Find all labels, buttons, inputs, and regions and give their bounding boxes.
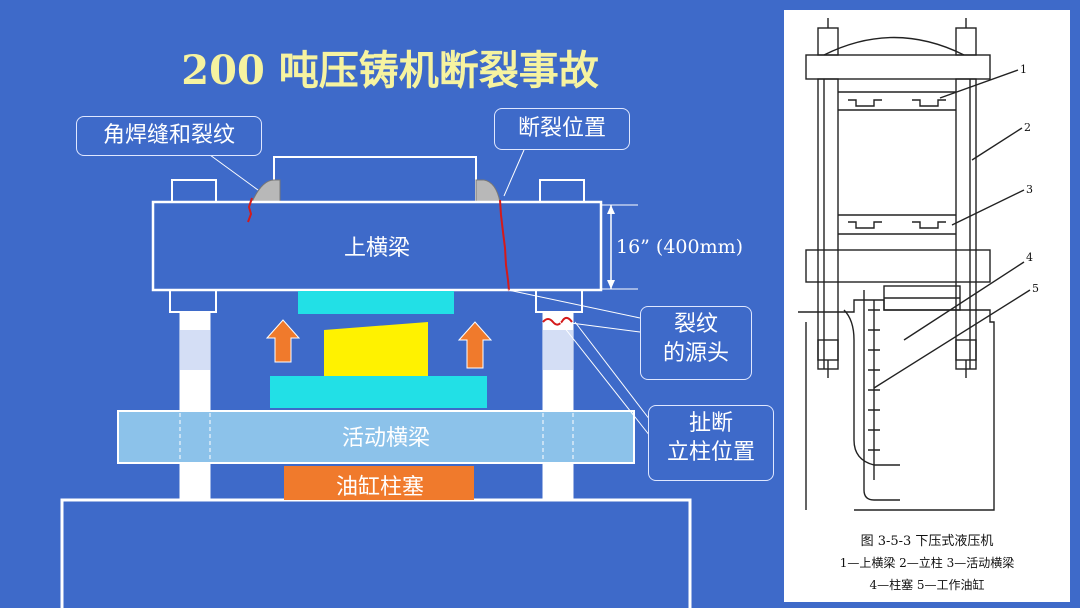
crack-origin-line2: 的源头 [662,340,729,366]
slide-title: 200 吨压铸机断裂事故 [181,47,599,94]
figure-legend-line1: 1—上横梁 2—立柱 3—活动横梁 [839,556,1015,570]
left-top-nut [171,179,217,203]
fracture-location-callout: 断裂位置 [494,108,630,150]
press-line-drawing: 1 2 3 4 5 [798,18,1039,511]
figure-label-1: 1 [1020,63,1027,76]
column-break-line2: 立柱位置 [666,439,755,465]
press-diagram: 上横梁 16” (400mm) 活动横梁 油缸柱塞 [60,149,743,608]
origin-leader-1 [507,289,641,319]
cylinder-plunger-label: 油缸柱塞 [336,475,424,500]
upper-die [298,291,454,314]
right-top-nut [539,179,585,203]
figure-label-3: 3 [1026,183,1033,196]
moving-beam-label: 活动横梁 [342,426,430,451]
dimension-arrow-down [607,280,615,289]
right-column-shadow [543,330,573,370]
column-crack [542,316,573,326]
weld-leader [209,154,259,191]
thickness-label: 16” (400mm) [616,236,743,258]
fillet-weld-callout-text: 角焊缝和裂纹 [102,123,235,148]
fracture-location-callout-text: 断裂位置 [517,116,606,141]
dimension-arrow-up [607,205,615,214]
upper-beam-label: 上横梁 [344,236,410,261]
figure-label-2: 2 [1024,121,1031,134]
hydraulic-press-figure: 1 2 3 4 5 图 3-5-3 下压式液压机 1—上横梁 2—立柱 3—活动… [784,10,1070,602]
column-break-callout: 扯断 立柱位置 [648,405,774,481]
column-break-leader-2 [559,321,651,437]
right-crack [499,199,510,292]
figure-legend-line2: 4—柱塞 5—工作油缸 [869,578,985,592]
left-crack [247,197,253,223]
fracture-leader [503,149,525,197]
left-column-shadow [180,330,210,370]
origin-leader-2 [562,321,641,333]
fillet-weld-callout: 角焊缝和裂纹 [76,116,262,156]
column-break-leader-1 [574,321,651,421]
figure-caption: 图 3-5-3 下压式液压机 [860,534,994,549]
figure-label-4: 4 [1026,251,1033,264]
figure-label-5: 5 [1032,282,1039,295]
top-plate [273,156,477,202]
casting-wedge [324,322,428,376]
crack-origin-callout: 裂纹 的源头 [640,306,752,380]
left-lower-nut [169,289,217,313]
right-fillet-weld [475,179,501,203]
lower-die [270,376,487,408]
cylinder-plunger [284,466,474,500]
left-force-arrow [265,319,301,363]
crack-origin-line1: 裂纹 [673,312,718,337]
upper-beam [151,200,603,292]
column-break-line1: 扯断 [688,411,733,436]
left-fillet-weld [251,179,281,203]
press-base [60,498,692,608]
moving-beam [117,410,635,464]
right-force-arrow [457,321,493,369]
